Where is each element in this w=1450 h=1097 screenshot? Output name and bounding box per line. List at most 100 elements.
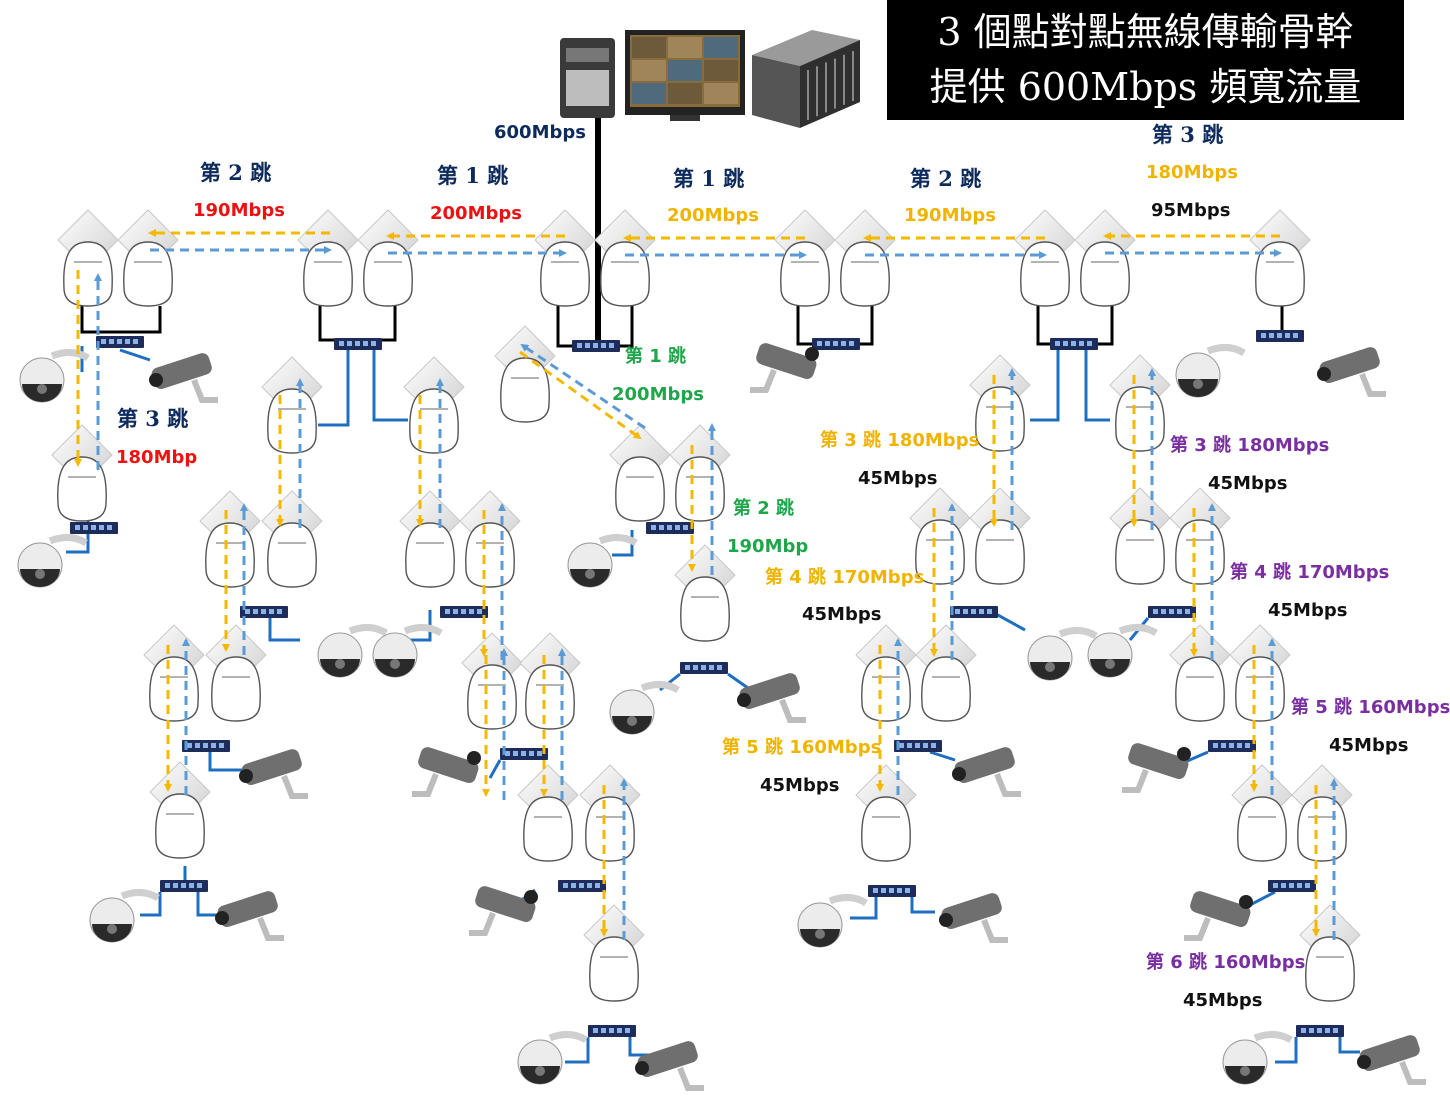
bullet-camera-icon: [1184, 891, 1253, 941]
title-line-1: 3 個點對點無線傳輸骨幹: [937, 10, 1354, 54]
cable-line: [318, 350, 350, 427]
ptz-dome-camera-icon: [372, 624, 443, 678]
cable-line: [1030, 350, 1060, 422]
cable-line: [929, 750, 956, 762]
label-green-hop2: 第 2 跳: [733, 498, 795, 519]
radio-antenna-icon: [205, 624, 267, 722]
label-gold-45c: 45Mbps: [760, 775, 840, 796]
network-switch-icon: [1050, 338, 1098, 350]
label-190-left: 190Mbps: [193, 200, 285, 221]
cable-line: [910, 897, 935, 914]
label-200-left: 200Mbps: [430, 203, 522, 224]
radio-antenna-icon: [143, 624, 205, 722]
label-gold-hop3: 第 3 跳 180Mbps: [820, 430, 980, 451]
label-green-200: 200Mbps: [612, 384, 704, 405]
cable-line: [268, 610, 300, 642]
cable-line: [1249, 890, 1276, 907]
label-gold-hop4: 第 4 跳 170Mbps: [765, 567, 925, 588]
radio-antenna-icon: [1169, 624, 1231, 722]
bullet-camera-icon: [412, 747, 481, 797]
radio-antenna-icon: [1109, 354, 1171, 452]
bullet-camera-icon: [1317, 347, 1386, 397]
radio-antenna-icon: [1014, 209, 1076, 307]
radio-antenna-icon: [459, 490, 521, 588]
label-190-right: 190Mbps: [904, 205, 996, 226]
label-hop3-left: 第 3 跳: [117, 406, 189, 431]
radio-antenna-icon: [583, 904, 645, 1002]
label-gold-45b: 45Mbps: [802, 604, 882, 625]
radio-antenna-icon: [834, 209, 896, 307]
radio-antenna-icon: [1299, 904, 1361, 1002]
radio-antenna-icon: [261, 356, 323, 454]
radio-antenna-icon: [461, 632, 523, 730]
network-switch-icon: [500, 748, 548, 760]
radio-antenna-icon: [1074, 209, 1136, 307]
bullet-camera-icon: [952, 747, 1021, 797]
bullet-camera-icon: [1357, 1035, 1426, 1085]
label-95: 95Mbps: [1151, 200, 1231, 221]
bullet-camera-icon: [737, 673, 806, 723]
cable-line: [80, 306, 162, 334]
radio-antenna-icon: [399, 490, 461, 588]
bullet-camera-icon: [469, 886, 538, 936]
radio-antenna-icon: [609, 424, 671, 522]
radio-antenna-icon: [117, 209, 179, 307]
cable-line: [850, 897, 878, 920]
radio-antenna-icon: [855, 624, 917, 722]
bullet-camera-icon: [1122, 743, 1191, 793]
label-purple-hop4: 第 4 跳 170Mbps: [1230, 562, 1390, 583]
cable-line: [318, 306, 397, 342]
ptz-dome-camera-icon: [89, 889, 160, 943]
cable-line: [140, 892, 162, 917]
cable-line: [995, 612, 1026, 632]
radio-antenna-icon: [357, 209, 419, 307]
label-purple-45b: 45Mbps: [1268, 600, 1348, 621]
network-switch-icon: [1148, 606, 1196, 618]
radio-antenna-icon: [534, 209, 596, 307]
network-switch-icon: [646, 522, 694, 534]
arrow-layer: [74, 229, 1338, 940]
bullet-camera-icon: [750, 343, 819, 393]
cable-line: [410, 610, 432, 642]
radio-antenna-icon: [774, 209, 836, 307]
label-hop2-left: 第 2 跳: [200, 160, 272, 185]
radio-antenna-icon: [1291, 764, 1353, 862]
radio-antenna-icon: [669, 424, 731, 522]
radio-antenna-icon: [297, 209, 359, 307]
downlink-arrow: [519, 350, 642, 440]
cable-line: [727, 672, 749, 690]
ptz-dome-camera-icon: [609, 681, 680, 735]
network-switch-icon: [950, 606, 998, 618]
network-switch-icon: [160, 880, 208, 892]
label-180-left: 180Mbp: [116, 447, 198, 468]
radio-antenna-icon: [1231, 764, 1293, 862]
network-switch-icon: [1256, 330, 1304, 342]
ptz-dome-camera-icon: [517, 1031, 588, 1085]
bullet-camera-icon: [635, 1041, 704, 1091]
rack-storage-icon: [752, 30, 860, 128]
label-purple-hop6: 第 6 跳 160Mbps: [1146, 952, 1306, 973]
label-purple-45a: 45Mbps: [1208, 473, 1288, 494]
ptz-dome-camera-icon: [17, 534, 88, 588]
network-switch-icon: [894, 740, 942, 752]
cable-line: [488, 759, 502, 779]
radio-antenna-icon: [261, 490, 323, 588]
ptz-dome-camera-icon: [1222, 1031, 1293, 1085]
label-hop3-right: 第 3 跳: [1152, 122, 1224, 147]
network-switch-icon: [240, 606, 288, 618]
bullet-camera-icon: [149, 353, 218, 403]
radio-antenna-icon: [494, 325, 556, 423]
network-switch-icon: [680, 662, 728, 674]
radio-antenna-icon: [519, 632, 581, 730]
network-switch-icon: [1268, 880, 1316, 892]
label-hop2-right: 第 2 跳: [910, 166, 982, 191]
radio-antenna-icon: [149, 761, 211, 859]
label-200-right: 200Mbps: [667, 205, 759, 226]
network-switch-icon: [1208, 740, 1256, 752]
label-green-hop1: 第 1 跳: [625, 346, 687, 367]
cable-line: [1338, 1037, 1360, 1054]
cable-line: [119, 348, 151, 362]
monitor-icon: [625, 30, 745, 121]
label-purple-45d: 45Mbps: [1183, 990, 1263, 1011]
